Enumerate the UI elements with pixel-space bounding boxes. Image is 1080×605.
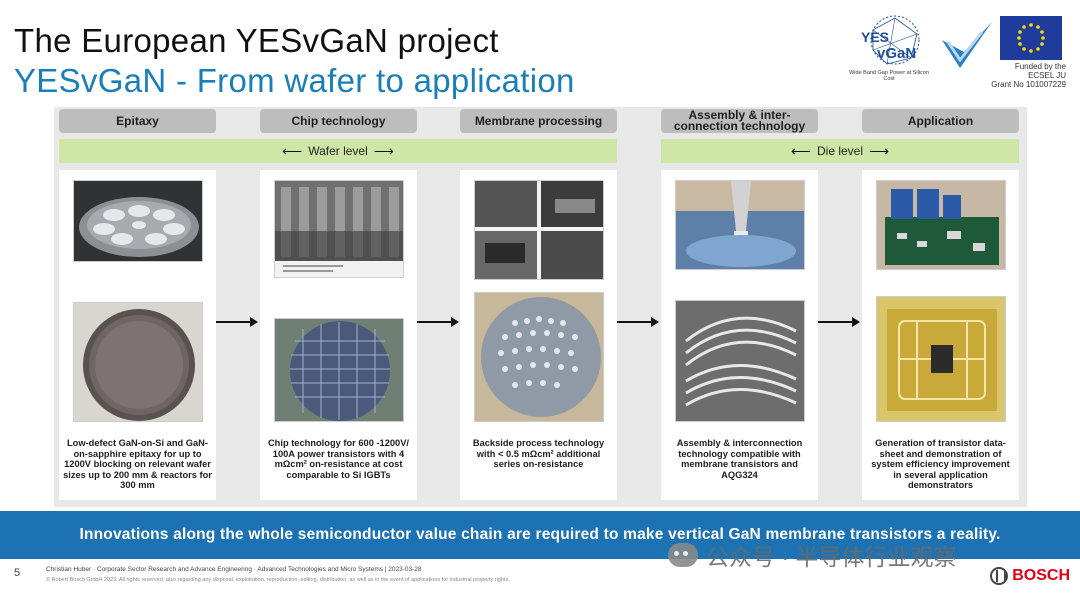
arrow-right-icon: ⟶ [869,142,890,159]
arrow-left-icon: ⟵ [282,142,303,159]
wafer-level-bar: ⟵ Wafer level ⟶ [59,139,617,163]
stage-header-assembly: Assembly & inter- connection technology [661,109,818,133]
eu-flag-icon [1000,16,1062,60]
footer-copyright: © Robert Bosch GmbH 2023. All rights res… [46,577,510,583]
stage-caption-membrane-processing: Backside process technology with < 0.5 m… [472,438,605,470]
svg-text:YES: YES [861,29,889,45]
stage-header-membrane-processing: Membrane processing [460,109,617,133]
slide-title: The European YESvGaN project [14,22,499,59]
stage-column-assembly: Assembly & interconnection technology co… [661,170,818,500]
trench-sem-image [274,180,404,278]
stage-caption-chip-technology: Chip technology for 600 -1200V/ 100A pow… [267,438,410,480]
power-module-substrate-image [876,296,1006,422]
bonding-tool-image [675,180,805,270]
flow-arrow-icon [818,317,860,327]
stage-caption-epitaxy: Low-defect GaN-on-Si and GaN-on-sapphire… [63,438,212,491]
membrane-wafer-image [474,292,604,422]
stage-header-application: Application [862,109,1019,133]
yesvgan-logo: YES vGaN Wide Band Gap Power at Silicon … [846,12,932,94]
stage-caption-application: Generation of transistor data-sheet and … [871,438,1010,491]
epi-wafer-image [73,302,203,422]
wafer-level-label: Wafer level [308,144,368,158]
demonstrator-board-image [876,180,1006,270]
flow-arrow-icon [617,317,659,327]
bosch-logo: BOSCH [990,567,1070,585]
bosch-armature-icon [990,567,1009,585]
die-level-label: Die level [816,144,864,158]
stage-header-epitaxy: Epitaxy [59,109,216,133]
arrow-left-icon: ⟵ [790,142,811,159]
page-number: 5 [14,567,21,579]
yesvgan-tagline: Wide Band Gap Power at Silicon Cost [849,70,929,82]
watermark-text: 公众号 · 半导体行业观察 [706,544,957,570]
svg-text:vGaN: vGaN [877,45,916,62]
stage-column-chip-technology: Chip technology for 600 -1200V/ 100A pow… [260,170,417,500]
ecsel-checkmark-icon [938,18,994,72]
funding-note: Funded by the ECSEL JU Grant No 10100722… [991,62,1066,89]
key-message-text: Innovations along the whole semiconducto… [79,526,1001,543]
globe-network-icon: YES vGaN [855,12,923,70]
arrow-right-icon: ⟶ [373,142,394,159]
bosch-wordmark: BOSCH [1012,567,1070,584]
membrane-sem-image [474,180,604,280]
stage-caption-assembly: Assembly & interconnection technology co… [676,438,803,480]
reactor-chamber-image [73,180,203,262]
stage-column-membrane-processing: Backside process technology with < 0.5 m… [460,170,617,500]
flow-arrow-icon [417,317,459,327]
slide-subtitle: YESvGaN - From wafer to application [14,62,575,99]
processed-wafer-image [274,318,404,422]
key-message-banner: Innovations along the whole semiconducto… [0,511,1080,559]
wechat-icon [668,543,698,567]
stage-column-application: Generation of transistor data-sheet and … [862,170,1019,500]
stage-column-epitaxy: Low-defect GaN-on-Si and GaN-on-sapphire… [59,170,216,500]
footer-author: Christian Huber · Corporate Sector Resea… [46,566,422,573]
die-level-bar: ⟵ Die level ⟶ [661,139,1019,163]
flow-arrow-icon [216,317,258,327]
stage-header-chip-technology: Chip technology [260,109,417,133]
wire-bonds-image [675,300,805,422]
funding-logos: YES vGaN Wide Band Gap Power at Silicon … [846,12,1070,94]
wechat-watermark: 公众号 · 半导体行业观察 [668,538,956,572]
